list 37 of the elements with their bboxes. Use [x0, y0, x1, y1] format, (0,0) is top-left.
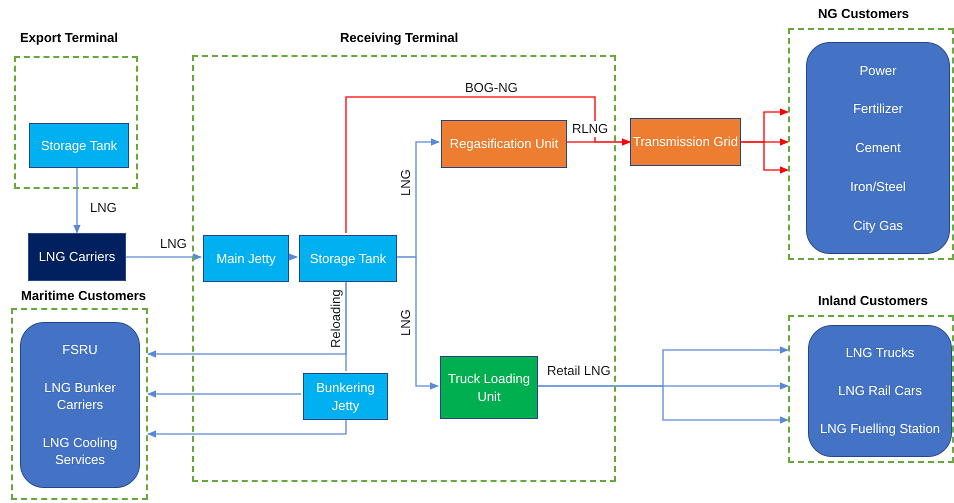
customer-type: LNG Bunker Carriers — [43, 378, 117, 414]
customer-type: LNG Rail Cars — [838, 382, 922, 400]
customer-type: Cement — [855, 139, 901, 157]
regasification-box: Regasification Unit — [441, 120, 567, 168]
customer-type: Iron/Steel — [850, 178, 906, 196]
group-heading: Maritime Customers — [21, 288, 146, 303]
customer-panel — [808, 325, 952, 457]
customer-type: Power — [860, 62, 896, 80]
customer-panel — [806, 42, 950, 254]
customer-type: FSRU — [62, 341, 98, 359]
storage-tank-box: Storage Tank — [299, 235, 397, 282]
customer-type: LNG Fuelling Station — [820, 420, 940, 438]
truck-loading-box: Truck Loading Unit — [440, 356, 538, 419]
carrier-box: LNG Carriers — [28, 233, 126, 281]
jetty-box: Bunkering Jetty — [303, 373, 388, 420]
customer-type: LNG Trucks — [846, 344, 914, 362]
arrow — [126, 253, 202, 261]
customer-type: LNG Cooling Services — [42, 434, 118, 469]
customer-type: Fertilizer — [853, 100, 903, 118]
storage-tank-box: Storage Tank — [29, 123, 129, 168]
customer-panel — [20, 322, 140, 488]
arrow — [147, 418, 347, 438]
edge-label: Reloading — [328, 287, 344, 350]
grid-box: Transmission Grid — [630, 118, 741, 166]
group-heading: Export Terminal — [20, 30, 118, 45]
arrow — [147, 390, 301, 398]
edge-label: RLNG — [570, 121, 610, 137]
arrow — [395, 256, 439, 390]
arrow — [536, 385, 789, 424]
group-heading: Receiving Terminal — [340, 30, 458, 45]
arrow — [73, 166, 81, 234]
arrow — [565, 138, 631, 146]
group-heading: NG Customers — [818, 6, 910, 21]
arrow — [741, 141, 789, 174]
group-heading: Inland Customers — [818, 293, 928, 308]
customer-type: City Gas — [853, 216, 903, 234]
jetty-box: Main Jetty — [203, 235, 289, 282]
